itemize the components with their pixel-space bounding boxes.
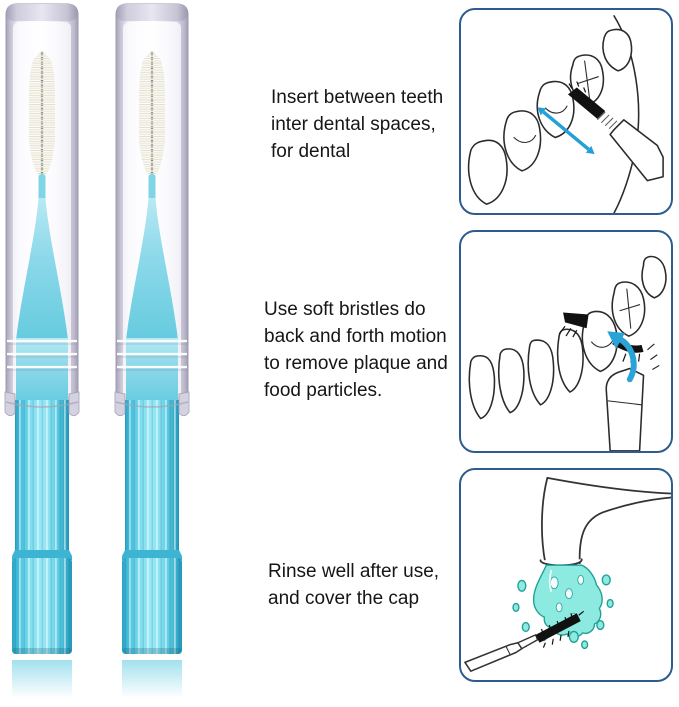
motion-illustration [468,255,667,451]
finger-hatches [647,343,660,370]
interdental-brush-1 [3,2,81,700]
instruction-panel-rinse [459,468,673,682]
rotation-arrow-icon [607,331,637,383]
handle-outline [605,367,645,451]
teeth-row [468,255,667,420]
interdental-brush-2 [113,2,191,700]
insert-illustration [467,15,664,213]
instruction-text-rinse: Rinse well after use, and cover the cap [268,561,440,609]
water-droplets [512,564,614,650]
brush-head [567,81,606,119]
insert-direction-arrow-icon [537,107,595,155]
teeth-row [467,28,633,205]
instruction-panel-motion [459,230,673,453]
brush-collar [597,111,618,130]
instruction-text-insert: Insert between teeth inter dental spaces… [271,87,444,162]
brush-head [535,610,585,648]
handle-outline [609,119,664,182]
rinse-illustration [464,476,671,672]
instruction-panel-insert [459,8,673,215]
faucet-icon [539,476,671,567]
instruction-text-motion: Use soft bristles do back and forth moti… [264,299,448,401]
rinse-brush [464,610,585,672]
